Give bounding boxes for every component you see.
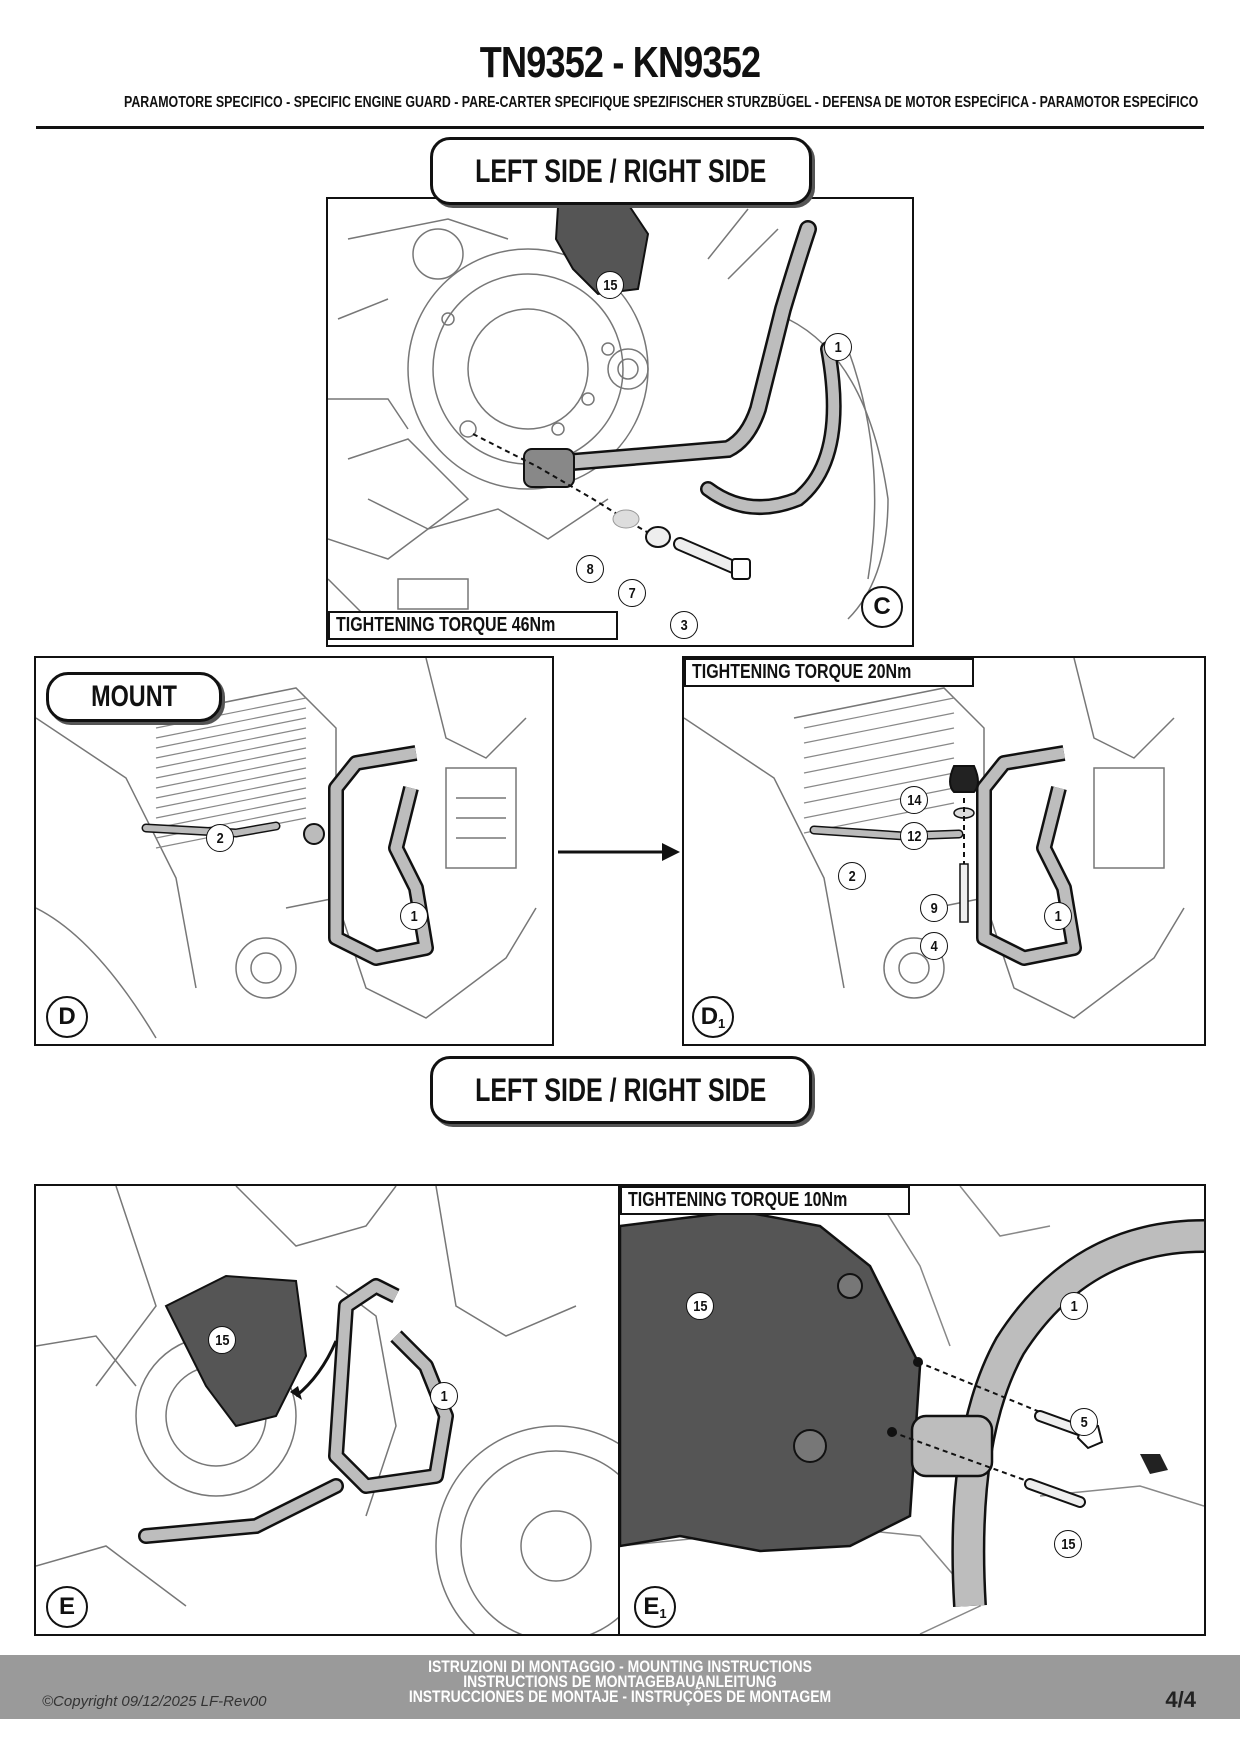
step-letter: C bbox=[861, 586, 903, 628]
step-letter-sub: 1 bbox=[718, 1016, 726, 1031]
torque-label: TIGHTENING TORQUE 20Nm bbox=[684, 658, 975, 687]
step-letter: D1 bbox=[692, 996, 734, 1038]
side-label-top: LEFT SIDE / RIGHT SIDE bbox=[430, 137, 812, 205]
torque-label: TIGHTENING TORQUE 46Nm bbox=[328, 611, 619, 640]
step-letter-main: E bbox=[643, 1593, 660, 1620]
step-letter-text: E bbox=[58, 1593, 75, 1620]
side-label-bottom: LEFT SIDE / RIGHT SIDE bbox=[430, 1056, 812, 1124]
callout-15: 15 bbox=[686, 1292, 714, 1320]
step-letter-sub: 1 bbox=[659, 1606, 667, 1621]
side-label-top-text: LEFT SIDE / RIGHT SIDE bbox=[475, 152, 767, 189]
step-letter-main: D bbox=[700, 1003, 719, 1030]
torque-text: TIGHTENING TORQUE 10Nm bbox=[628, 1189, 848, 1211]
panel-e-illustration: 15 1 E bbox=[34, 1184, 624, 1636]
step-letter: E bbox=[46, 1586, 88, 1628]
callout-1: 1 bbox=[1060, 1292, 1088, 1320]
callout-14: 14 bbox=[900, 786, 928, 814]
callout-5: 5 bbox=[1070, 1408, 1098, 1436]
side-label-bottom-text: LEFT SIDE / RIGHT SIDE bbox=[475, 1071, 767, 1108]
callout-9: 9 bbox=[920, 894, 948, 922]
mount-label-text: MOUNT bbox=[91, 680, 177, 713]
callout-15: 15 bbox=[208, 1326, 236, 1354]
footer-bar: ISTRUZIONI DI MONTAGGIO - MOUNTING INSTR… bbox=[0, 1655, 1240, 1719]
mount-label: MOUNT bbox=[46, 672, 222, 722]
step-letter-text: E1 bbox=[643, 1593, 666, 1621]
callout-8: 8 bbox=[576, 555, 604, 583]
page-number: 4/4 bbox=[1165, 1687, 1196, 1712]
callout-7: 7 bbox=[618, 579, 646, 607]
callout-4: 4 bbox=[920, 932, 948, 960]
torque-label: TIGHTENING TORQUE 10Nm bbox=[620, 1186, 911, 1215]
panel-d1-illustration: TIGHTENING TORQUE 20Nm 14 12 2 9 4 1 D1 bbox=[682, 656, 1206, 1046]
callout-3: 3 bbox=[670, 611, 698, 639]
callout-2: 2 bbox=[206, 824, 234, 852]
callout-15: 15 bbox=[1054, 1530, 1082, 1558]
footer-instructions: ISTRUZIONI DI MONTAGGIO - MOUNTING INSTR… bbox=[0, 1655, 1240, 1706]
document-title: TN9352 - KN9352 bbox=[479, 38, 761, 87]
footer-line-1: ISTRUZIONI DI MONTAGGIO - MOUNTING INSTR… bbox=[428, 1657, 812, 1676]
callout-2: 2 bbox=[838, 862, 866, 890]
engine-side-drawing bbox=[328, 202, 889, 640]
step-letter: D bbox=[46, 996, 88, 1038]
next-step-arrow bbox=[558, 843, 680, 861]
step-letter: E1 bbox=[634, 1586, 676, 1628]
callout-1: 1 bbox=[824, 333, 852, 361]
document-subtitle: PARAMOTORE SPECIFICO - SPECIFIC ENGINE G… bbox=[124, 94, 1199, 111]
panel-c-illustration: 15 1 8 7 3 TIGHTENING TORQUE 46Nm C bbox=[326, 197, 914, 647]
torque-text: TIGHTENING TORQUE 46Nm bbox=[336, 614, 556, 636]
panel-e1-illustration: TIGHTENING TORQUE 10Nm 15 1 5 15 E1 bbox=[618, 1184, 1206, 1636]
callout-15: 15 bbox=[596, 271, 624, 299]
step-letter-text: D bbox=[58, 1003, 76, 1030]
step-letter-text: C bbox=[873, 593, 891, 620]
step-letter-text: D1 bbox=[701, 1003, 726, 1031]
callout-1: 1 bbox=[430, 1382, 458, 1410]
front-wheel-drawing bbox=[36, 1186, 622, 1634]
callout-1: 1 bbox=[400, 902, 428, 930]
footer-line-3: INSTRUCCIONES DE MONTAJE - INSTRUÇÕES DE… bbox=[408, 1687, 832, 1706]
header-divider bbox=[36, 126, 1204, 129]
cover-detail-drawing bbox=[620, 1186, 1204, 1634]
copyright-text: ©Copyright 09/12/2025 LF-Rev00 bbox=[42, 1693, 267, 1710]
callout-1: 1 bbox=[1044, 902, 1072, 930]
panel-d-illustration: MOUNT 2 1 D bbox=[34, 656, 554, 1046]
radiator-side-drawing bbox=[36, 658, 537, 1039]
radiator-side-drawing bbox=[684, 658, 1185, 1019]
torque-text: TIGHTENING TORQUE 20Nm bbox=[692, 661, 912, 683]
footer-line-2: INSTRUCTIONS DE MONTAGEBAUANLEITUNG bbox=[463, 1672, 777, 1691]
callout-12: 12 bbox=[900, 822, 928, 850]
